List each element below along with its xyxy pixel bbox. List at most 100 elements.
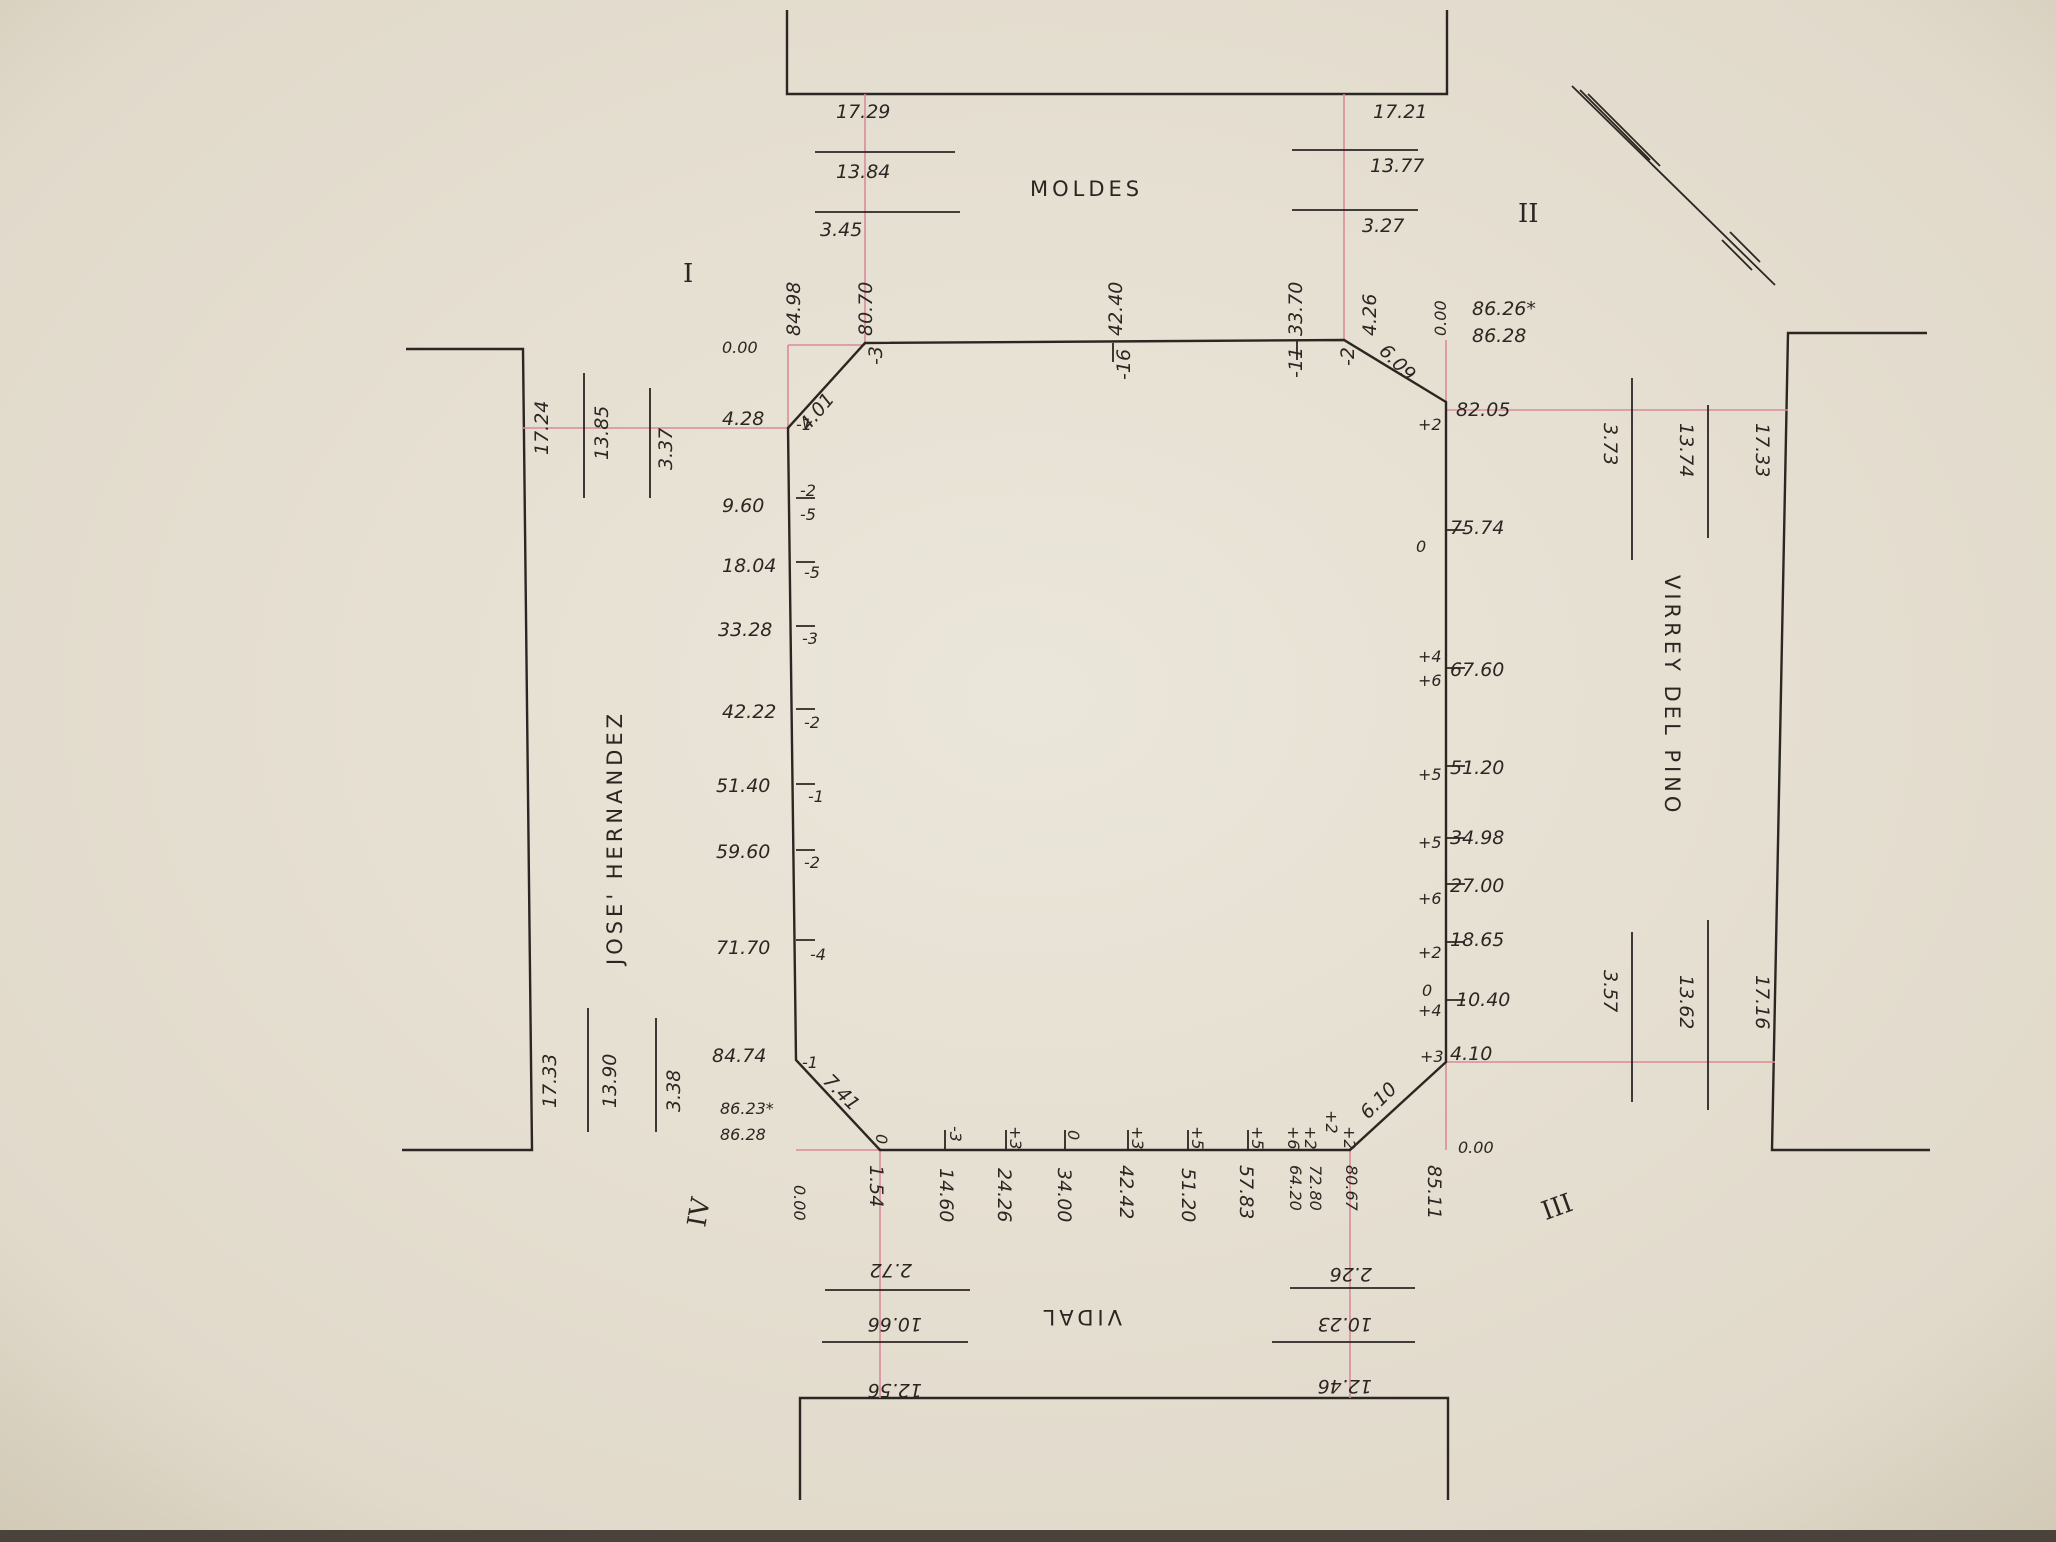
left-chain-label: 84.74 (712, 1045, 766, 1067)
bottom-level-label: -3 (946, 1126, 965, 1142)
street-name-left: JOSE' HERNANDEZ (603, 710, 627, 967)
top-chain-label: 84.98 (783, 282, 805, 336)
right-level-label: +2 (1418, 415, 1442, 434)
street-width-label: 10.66 (868, 1313, 922, 1335)
top-chain-label: 33.70 (1285, 282, 1307, 336)
corner-extra-label: 86.26* (1472, 298, 1536, 320)
left-chain-label: 59.60 (716, 841, 770, 863)
right-level-label: +2 (1418, 943, 1442, 962)
right-chain-label: 0.00 (1458, 1138, 1494, 1157)
top-level-label: -16 (1113, 349, 1135, 380)
street-width-label: 2.26 (1330, 1263, 1372, 1285)
left-chain-label: 4.28 (722, 408, 764, 430)
left-level-label: -2 (800, 481, 816, 500)
left-chain-label: 9.60 (722, 495, 764, 517)
block-outline-left (402, 347, 534, 1152)
bottom-chain-label: 64.20 (1286, 1165, 1305, 1211)
left-chain-label: 0.00 (722, 338, 758, 357)
street-width-label: 17.24 (531, 401, 553, 455)
street-width-label: 10.23 (1318, 1313, 1372, 1335)
top-chain-label: 42.40 (1105, 282, 1127, 336)
left-level-label: -1 (808, 787, 824, 806)
street-width-label: 3.27 (1362, 215, 1404, 237)
street-width-label: 3.38 (663, 1070, 685, 1112)
bottom-chain-label: 80.67 (1342, 1165, 1361, 1212)
right-chain-label: 67.60 (1450, 659, 1504, 681)
street-width-label: 17.29 (836, 101, 890, 123)
bottom-chain-label: 24.26 (993, 1168, 1015, 1222)
street-width-label: 17.33 (1751, 423, 1773, 477)
block-outline-top (785, 10, 1449, 96)
right-chain-label: 18.65 (1450, 929, 1504, 951)
top-level-label: -11 (1285, 347, 1307, 378)
street-width-label: 17.33 (539, 1054, 561, 1108)
bottom-torn-edge (0, 1530, 2056, 1542)
bottom-level-label: 0 (1064, 1130, 1083, 1140)
left-chain-label: 86.23* (720, 1099, 774, 1118)
level-ticks (796, 341, 1465, 1150)
street-width-label: 3.73 (1599, 423, 1621, 465)
bottom-level-label: +2 (1340, 1126, 1359, 1150)
street-width-label: 12.46 (1318, 1375, 1372, 1397)
bottom-level-label: +2 (1322, 1110, 1341, 1134)
left-chain-label: 33.28 (718, 619, 772, 641)
top-chain-label: 80.70 (855, 282, 877, 336)
right-level-label: +4 (1418, 647, 1442, 666)
street-width-label: 13.77 (1370, 155, 1424, 177)
street-width-label: 13.62 (1675, 975, 1697, 1029)
street-name-right: VIRREY DEL PINO (1660, 575, 1684, 816)
left-chain-label: 18.04 (722, 555, 776, 577)
block-outline-right (1770, 331, 1930, 1152)
right-level-label: +6 (1418, 671, 1442, 690)
left-chain-label: 71.70 (716, 937, 770, 959)
right-chain-label: 10.40 (1456, 989, 1510, 1011)
bottom-chain-label: 14.60 (935, 1168, 957, 1222)
street-width-label: 13.84 (836, 161, 890, 183)
right-chain-label: 51.20 (1450, 757, 1504, 779)
bottom-chain-label: 1.54 (865, 1165, 887, 1207)
left-chain-label: 86.28 (720, 1125, 766, 1144)
right-chain-label: 4.10 (1450, 1043, 1492, 1065)
corner-label-1: I (683, 259, 693, 289)
bottom-chain-label: 42.42 (1115, 1165, 1137, 1219)
left-level-label: -1 (796, 415, 812, 434)
corner-label-4: IV (682, 1194, 717, 1229)
left-chain-label: 51.40 (716, 775, 770, 797)
right-chain-label: 27.00 (1450, 875, 1504, 897)
bottom-level-label: +2 (1301, 1126, 1320, 1150)
bottom-chain-label: 57.83 (1235, 1165, 1257, 1219)
left-level-label: -5 (800, 505, 816, 524)
top-level-label: -3 (865, 346, 887, 365)
bottom-chain-label: 0.00 (790, 1185, 809, 1221)
block-outline-bottom (798, 1396, 1450, 1500)
top-chain-label: 0.00 (1431, 300, 1450, 336)
street-width-label: 17.21 (1373, 101, 1427, 123)
bottom-level-label: +6 (1284, 1126, 1303, 1150)
block-perimeter (786, 338, 1448, 1152)
street-name-bottom: VIDAL (1040, 1305, 1122, 1329)
right-level-label: +6 (1418, 889, 1442, 908)
right-level-label: +3 (1420, 1047, 1444, 1066)
bottom-level-label: +3 (1128, 1126, 1147, 1150)
bottom-chain-label: 51.20 (1177, 1168, 1199, 1222)
street-width-label: 13.74 (1675, 423, 1697, 477)
bottom-level-label: +3 (1006, 1126, 1025, 1150)
right-chain-label: 75.74 (1450, 517, 1504, 539)
bottom-level-label: 0 (872, 1134, 891, 1144)
right-level-label: +5 (1418, 833, 1442, 852)
top-chain-label: 4.26 (1359, 294, 1381, 336)
street-width-label: 3.57 (1599, 970, 1621, 1012)
street-width-label: 3.45 (820, 219, 862, 241)
left-level-label: -2 (804, 853, 820, 872)
street-width-label: 17.16 (1751, 975, 1773, 1029)
bottom-chain-label: 34.00 (1053, 1168, 1075, 1222)
bottom-level-label: +5 (1248, 1126, 1267, 1150)
left-level-label: -3 (802, 629, 818, 648)
street-width-lines (583, 149, 1709, 1343)
left-chain-label: 42.22 (722, 701, 776, 723)
left-level-label: -2 (804, 713, 820, 732)
corner-label-2: II (1518, 199, 1539, 229)
right-level-label: 0 (1422, 981, 1432, 1000)
reference-lines (523, 94, 1788, 1398)
